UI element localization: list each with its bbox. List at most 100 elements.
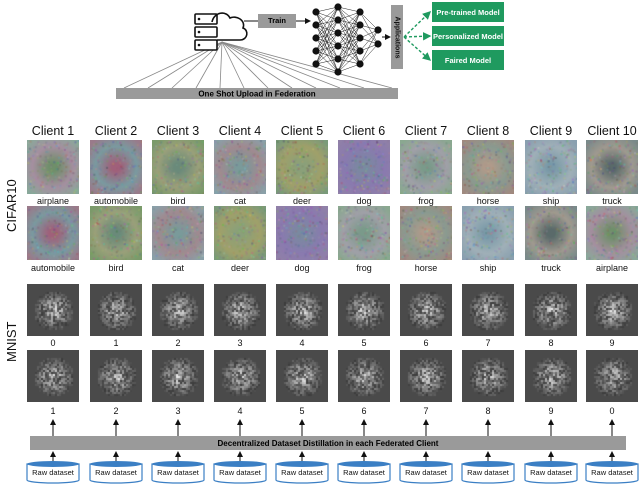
mnist-digit-label: 4	[299, 338, 305, 348]
mnist-digit-label: 1	[50, 406, 56, 416]
nn-edge	[315, 45, 339, 65]
nn-edge	[359, 29, 379, 65]
raw-dataset-cylinder	[524, 461, 578, 484]
nn-edge	[315, 63, 339, 73]
raw-dataset-cylinder	[151, 461, 205, 484]
nn-edge	[337, 11, 361, 21]
raw-dataset-cylinder	[213, 461, 267, 484]
cifar-class-label: deer	[292, 196, 311, 206]
nn-node	[312, 8, 320, 16]
nn-node	[356, 47, 364, 55]
nn-edge	[315, 32, 339, 65]
nn-node	[312, 47, 320, 55]
nn-edge	[359, 11, 379, 31]
mnist-digit-label: 5	[361, 338, 367, 348]
mnist-synthetic-image	[152, 350, 204, 402]
cifar-class-label: horse	[476, 196, 500, 206]
mnist-synthetic-image	[214, 350, 266, 402]
raw-dataset-cylinder	[89, 461, 143, 484]
mnist-digit-label: 4	[237, 406, 243, 416]
nn-node	[356, 8, 364, 16]
mnist-synthetic-image	[152, 284, 204, 336]
mnist-digit-label: 2	[113, 406, 119, 416]
raw-dataset-label: Raw dataset	[405, 468, 447, 477]
nn-edge	[337, 63, 361, 73]
cifar-class-label: dog	[356, 196, 372, 206]
mnist-digit-label: 9	[609, 338, 615, 348]
nn-edge	[359, 29, 379, 52]
mnist-synthetic-image	[586, 350, 638, 402]
mnist-digit-label: 6	[361, 406, 367, 416]
raw-dataset-cylinder	[26, 461, 80, 484]
nn-node	[312, 21, 320, 29]
cifar-class-label: automobile	[93, 196, 139, 206]
cifar-synthetic-image	[214, 140, 266, 194]
applications-bar	[391, 5, 403, 69]
nn-node	[356, 21, 364, 29]
cifar-synthetic-image	[586, 206, 638, 260]
nn-edge	[315, 6, 339, 52]
app-faired-model: Faired Model	[432, 50, 504, 70]
mnist-synthetic-image	[462, 284, 514, 336]
mnist-synthetic-image	[27, 284, 79, 336]
cifar-synthetic-image	[90, 206, 142, 260]
mnist-digit-label: 8	[548, 338, 554, 348]
upload-fan-line	[221, 41, 317, 89]
nn-edge	[359, 24, 379, 45]
raw-dataset-label: Raw dataset	[591, 468, 633, 477]
cifar-synthetic-image	[27, 206, 79, 260]
nn-edge	[315, 6, 339, 13]
cifar-synthetic-image	[152, 206, 204, 260]
cifar-class-label: cat	[233, 196, 246, 206]
upload-fan-line	[221, 41, 365, 89]
cifar-synthetic-image	[462, 140, 514, 194]
app-dashed-arrow	[403, 11, 432, 38]
mnist-digit-label: 8	[485, 406, 491, 416]
client-header-3: Client 3	[156, 124, 200, 138]
cifar-class-label: truck	[541, 263, 561, 273]
nn-node	[356, 34, 364, 42]
mnist-synthetic-image	[462, 350, 514, 402]
cifar-class-label: deer	[230, 263, 249, 273]
cifar-class-label: frog	[356, 263, 372, 273]
mnist-digit-label: 6	[423, 338, 429, 348]
raw-dataset-label: Raw dataset	[219, 468, 261, 477]
raw-dataset-label: Raw dataset	[32, 468, 74, 477]
cifar-class-label: cat	[171, 263, 184, 273]
mnist-synthetic-image	[525, 284, 577, 336]
client-header-9: Client 9	[529, 124, 573, 138]
client-header-1: Client 1	[31, 124, 75, 138]
mnist-synthetic-image	[214, 284, 266, 336]
nn-edge	[359, 11, 379, 45]
nn-edge	[337, 24, 361, 73]
mnist-digit-label: 9	[548, 406, 554, 416]
cifar-synthetic-image	[525, 206, 577, 260]
upload-bar-label: One Shot Upload in Federation	[198, 90, 315, 99]
nn-edge	[337, 11, 361, 34]
nn-edge	[315, 6, 339, 65]
raw-dataset-cylinder	[461, 461, 515, 484]
nn-node	[334, 68, 342, 76]
cifar-synthetic-image	[400, 206, 452, 260]
nn-edge	[337, 37, 361, 73]
nn-node	[334, 55, 342, 63]
upload-fan-line	[221, 41, 393, 89]
nn-edge	[337, 50, 361, 73]
cifar-class-label: frog	[418, 196, 434, 206]
cifar-synthetic-image	[462, 206, 514, 260]
client-header-4: Client 4	[218, 124, 262, 138]
client-header-7: Client 7	[404, 124, 448, 138]
mnist-synthetic-image	[400, 284, 452, 336]
cifar-class-label: automobile	[30, 263, 76, 273]
mnist-digit-label: 1	[113, 338, 119, 348]
mnist-synthetic-image	[586, 284, 638, 336]
upload-fan-line	[221, 41, 269, 89]
nn-node	[374, 40, 382, 48]
mnist-digit-label: 7	[485, 338, 491, 348]
mnist-synthetic-image	[276, 284, 328, 336]
client-header-6: Client 6	[342, 124, 386, 138]
